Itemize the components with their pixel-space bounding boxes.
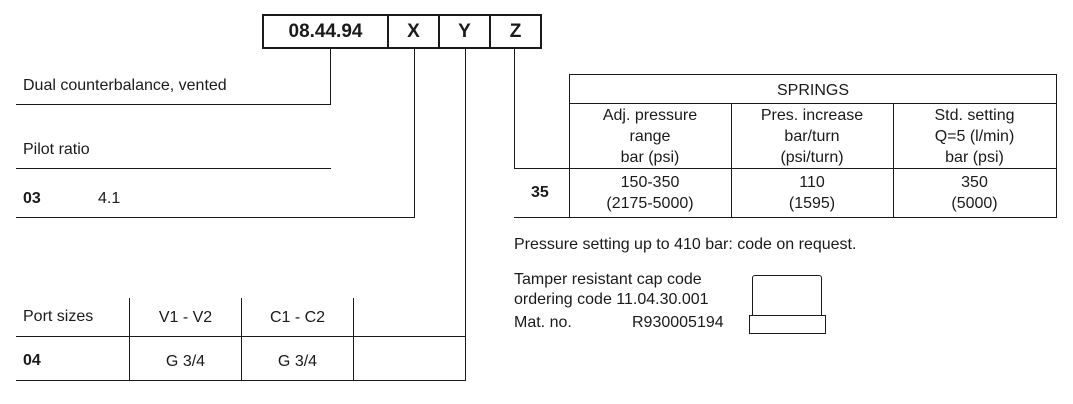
mat-no-value: R930005194 <box>632 314 724 331</box>
code-base-box: 08.44.94 <box>262 14 389 49</box>
tamper-cap-top-shape <box>752 275 822 315</box>
springs-row-col2: 110 (1595) <box>788 174 836 212</box>
springs-col-line-2 <box>893 103 894 218</box>
port-col-c1c2: C1 - C2 <box>269 309 326 326</box>
springs-right-border <box>1056 74 1057 218</box>
port-row-c: G 3/4 <box>277 353 318 370</box>
code-x: X <box>407 20 420 42</box>
pressure-setting-note: Pressure setting up to 410 bar: code on … <box>514 236 857 253</box>
port-table-vline-1 <box>129 298 130 381</box>
description-text: Dual counterbalance, vented <box>23 77 227 94</box>
springs-top-line <box>569 74 1057 75</box>
tamper-line-2: ordering code 11.04.30.001 <box>514 291 709 308</box>
springs-row-code: 35 <box>531 184 549 201</box>
springs-col3-header: Std. setting Q=5 (l/min) bar (psi) <box>934 107 1015 166</box>
springs-bottom-line <box>514 217 1057 218</box>
code-y: Y <box>458 20 471 42</box>
port-table-vline-2 <box>241 298 242 381</box>
port-row-v: G 3/4 <box>165 353 206 370</box>
code-base: 08.44.94 <box>288 20 363 42</box>
springs-title: SPRINGS <box>776 82 849 99</box>
springs-col2-header: Pres. increase bar/turn (psi/turn) <box>760 107 864 166</box>
port-table-bottom-line <box>16 380 465 381</box>
port-table-vline-3 <box>353 298 354 381</box>
code-y-box: Y <box>438 14 491 49</box>
springs-col1-header: Adj. pressure range bar (psi) <box>602 107 698 166</box>
connector-z-vertical <box>514 49 515 169</box>
description-underline <box>16 104 331 105</box>
pilot-ratio-underline <box>16 217 415 218</box>
springs-left-border <box>569 74 570 218</box>
code-z-box: Z <box>489 14 542 49</box>
springs-title-line <box>569 103 1057 104</box>
springs-header-line <box>514 168 1057 169</box>
tamper-cap-base-shape <box>749 315 826 334</box>
pilot-ratio-value: 4.1 <box>98 190 121 207</box>
mat-no-label: Mat. no. <box>514 314 572 331</box>
pilot-ratio-code: 03 <box>23 190 41 207</box>
pilot-ratio-divider <box>16 168 331 169</box>
connector-x-vertical <box>414 49 415 218</box>
connector-y-vertical <box>465 49 466 381</box>
pilot-ratio-label: Pilot ratio <box>23 141 90 158</box>
port-sizes-label: Port sizes <box>23 308 94 325</box>
connector-base-vertical <box>330 49 331 105</box>
springs-row-col3: 350 (5000) <box>951 174 998 212</box>
port-table-header-line <box>16 336 465 337</box>
springs-col-line-1 <box>731 103 732 218</box>
springs-row-col1: 150-350 (2175-5000) <box>606 174 694 212</box>
code-z: Z <box>509 20 522 42</box>
code-x-box: X <box>387 14 440 49</box>
tamper-line-1: Tamper resistant cap code <box>514 271 702 288</box>
port-row-code: 04 <box>23 352 41 369</box>
port-col-v1v2: V1 - V2 <box>158 309 213 326</box>
